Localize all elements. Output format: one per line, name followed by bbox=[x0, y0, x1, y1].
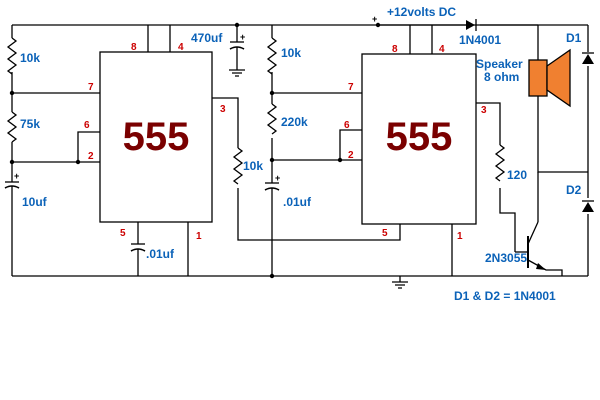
ic-555-first bbox=[99, 51, 213, 223]
ic1-pin-4: 4 bbox=[178, 42, 184, 53]
capacitor-c-supply bbox=[229, 41, 245, 52]
resistor-r-couple bbox=[232, 147, 244, 185]
label-c2: .01uf bbox=[283, 195, 312, 209]
transistor-npn bbox=[515, 221, 563, 276]
polarity-plus-c1: + bbox=[14, 171, 19, 181]
ic2-pin-6: 6 bbox=[344, 120, 350, 131]
label-r-couple: 10k bbox=[243, 159, 263, 173]
diode-d1 bbox=[582, 52, 594, 64]
resistor-r-base bbox=[494, 144, 506, 182]
label-r1: 10k bbox=[20, 51, 40, 65]
ic2-pin-3: 3 bbox=[481, 105, 487, 116]
supply-label: +12volts DC bbox=[387, 5, 456, 19]
label-r-base: 120 bbox=[507, 168, 527, 182]
ic1-pin-2: 2 bbox=[88, 151, 94, 162]
ic1-pin-7: 7 bbox=[88, 82, 94, 93]
resistor-r4 bbox=[266, 103, 278, 135]
diode-note: D1 & D2 = 1N4001 bbox=[454, 289, 556, 303]
capacitor-c-ctrl1 bbox=[130, 243, 146, 254]
ic1-pin-8: 8 bbox=[131, 42, 137, 53]
ground-symbol-main bbox=[392, 281, 408, 289]
ic1-pin-3: 3 bbox=[220, 104, 226, 115]
diode-input bbox=[466, 19, 477, 31]
ic1-pin-6: 6 bbox=[84, 120, 90, 131]
label-d2: D2 bbox=[566, 183, 582, 197]
label-diode-input: 1N4001 bbox=[459, 33, 501, 47]
polarity-plus-supply: + bbox=[372, 14, 377, 24]
speaker-icon bbox=[528, 48, 571, 108]
wiring bbox=[11, 24, 589, 282]
label-speaker-ohm: 8 ohm bbox=[484, 70, 519, 84]
resistor-r3 bbox=[266, 37, 278, 75]
label-r3: 10k bbox=[281, 46, 301, 60]
ic2-pin-5: 5 bbox=[382, 228, 388, 239]
diode-d2 bbox=[582, 200, 594, 212]
polarity-plus-c-supply: + bbox=[240, 32, 245, 42]
ic1-label: 555 bbox=[123, 115, 190, 159]
ic2-pin-1: 1 bbox=[457, 231, 463, 242]
label-c1: 10uf bbox=[22, 195, 48, 209]
ic1-pin-5: 5 bbox=[120, 228, 126, 239]
label-r2: 75k bbox=[20, 117, 40, 131]
label-r4: 220k bbox=[281, 115, 308, 129]
ic2-pin-2: 2 bbox=[348, 150, 354, 161]
resistor-r1 bbox=[6, 37, 18, 75]
polarity-plus-c2: + bbox=[275, 173, 280, 183]
ic2-pin-8: 8 bbox=[392, 44, 398, 55]
junctions bbox=[9, 22, 381, 279]
ic2-pin-7: 7 bbox=[348, 82, 354, 93]
ic2-pin-4: 4 bbox=[439, 44, 445, 55]
label-c-supply: 470uf bbox=[191, 31, 223, 45]
capacitor-c1 bbox=[4, 181, 20, 204]
ground-symbol-supply-cap bbox=[229, 69, 245, 77]
label-speaker: Speaker bbox=[476, 57, 523, 71]
ic-555-second bbox=[361, 53, 477, 225]
label-d1: D1 bbox=[566, 31, 582, 45]
ic1-pin-1: 1 bbox=[196, 231, 202, 242]
ic2-label: 555 bbox=[386, 115, 453, 159]
resistor-r2 bbox=[6, 111, 18, 143]
label-c-ctrl1: .01uf bbox=[146, 247, 175, 261]
capacitor-c2 bbox=[264, 182, 280, 204]
label-transistor: 2N3055 bbox=[485, 251, 527, 265]
